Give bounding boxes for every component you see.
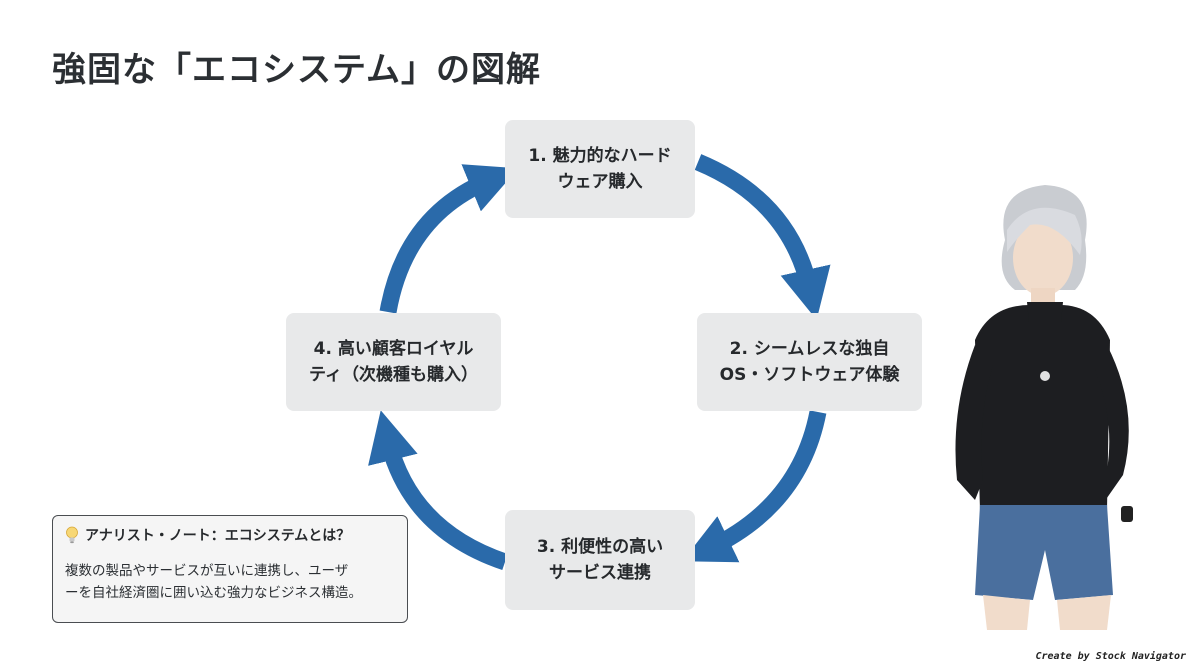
cycle-step-1: 1. 魅力的なハードウェア購入 xyxy=(505,120,695,218)
step-2-line1: 2. シームレスな独自 xyxy=(729,338,890,359)
arrow-1-to-2 xyxy=(694,154,831,320)
step-4-line1: 4. 高い顧客ロイヤル xyxy=(313,338,474,359)
step-3-line1: 3. 利便性の高い xyxy=(536,536,664,557)
arrow-2-to-3 xyxy=(682,410,827,563)
cycle-step-4: 4. 高い顧客ロイヤルティ（次機種も購入） xyxy=(286,313,501,411)
cycle-step-2: 2. シームレスな独自 OS・ソフトウェア体験 xyxy=(697,313,922,411)
cycle-step-3: 3. 利便性の高いサービス連携 xyxy=(505,510,695,610)
step-3-line2: サービス連携 xyxy=(549,563,651,583)
lightbulb-icon xyxy=(66,526,78,544)
presenter-illustration xyxy=(955,185,1133,630)
step-2-line2: OS・ソフトウェア体験 xyxy=(719,365,900,385)
analyst-note: アナリスト・ノート：エコシステムとは？ 複数の製品やサービスが互いに連携し、ユー… xyxy=(52,515,408,623)
step-4-line2: ティ（次機種も購入） xyxy=(309,365,478,385)
note-body: 複数の製品やサービスが互いに連携し、ユーザ ーを自社経済圏に囲い込む強力なビジネ… xyxy=(65,561,395,604)
step-1-line1: 1. 魅力的なハード xyxy=(528,145,672,166)
credit-text: Create by Stock Navigator xyxy=(1035,651,1186,662)
note-body-line2: ーを自社経済圏に囲い込む強力なビジネス構造。 xyxy=(65,584,362,601)
arrow-3-to-4 xyxy=(368,410,508,571)
note-heading: アナリスト・ノート：エコシステムとは？ xyxy=(85,528,351,544)
arrow-4-to-1 xyxy=(379,164,519,314)
page-title: 強固な「エコシステム」の図解 xyxy=(52,50,541,90)
note-body-line1: 複数の製品やサービスが互いに連携し、ユーザ xyxy=(65,563,349,579)
step-1-line2: ウェア購入 xyxy=(557,172,643,192)
